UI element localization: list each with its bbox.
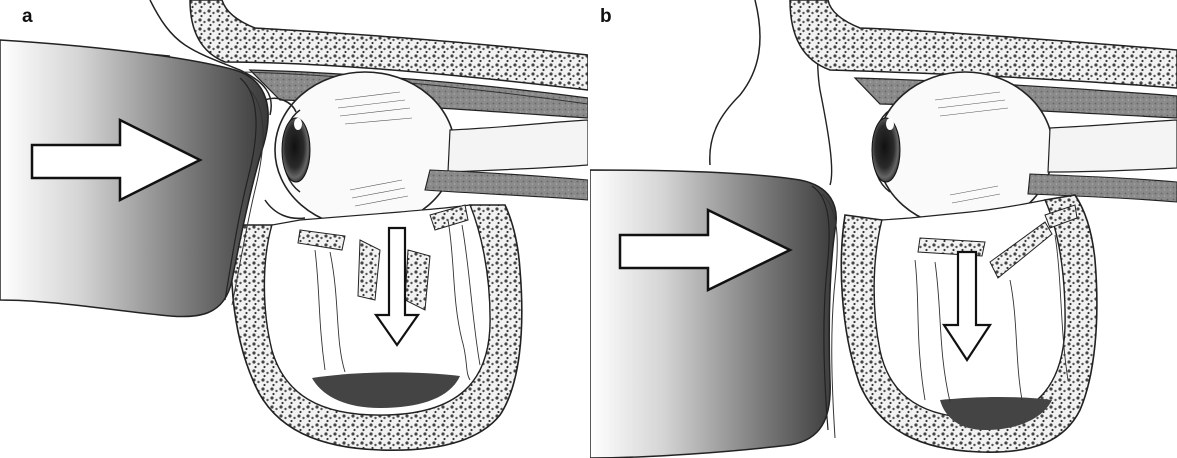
skin-contour bbox=[710, 0, 760, 165]
iris bbox=[872, 118, 900, 182]
optic-nerve bbox=[1048, 120, 1177, 172]
pupil-highlight bbox=[886, 118, 894, 130]
panel-label-a: a bbox=[22, 6, 33, 28]
inferior-muscle-band bbox=[425, 170, 588, 200]
panel-label-b: b bbox=[600, 6, 612, 28]
panel-b-illustration bbox=[590, 0, 1177, 458]
panel-b: b bbox=[590, 0, 1177, 458]
pupil-highlight bbox=[294, 118, 302, 130]
inferior-muscle-band bbox=[1028, 174, 1177, 202]
optic-nerve bbox=[448, 120, 588, 172]
panel-a-illustration bbox=[0, 0, 588, 458]
panel-a: a bbox=[0, 0, 588, 458]
